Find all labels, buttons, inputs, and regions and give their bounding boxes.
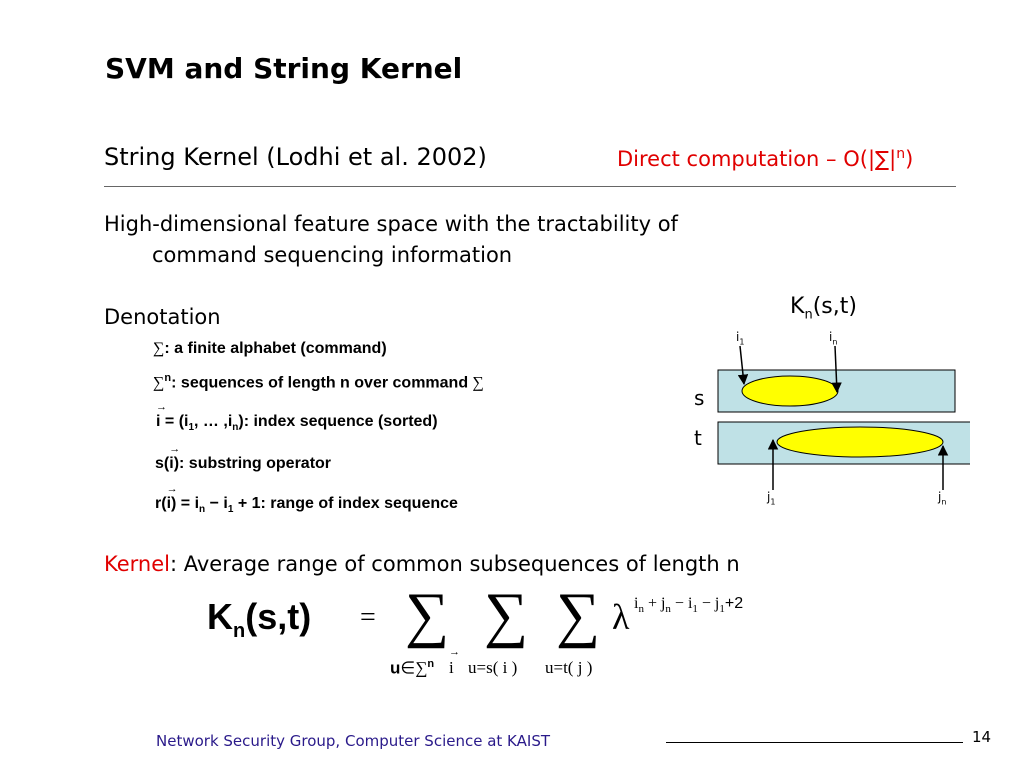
denotation-range: r(i) = in − i1 + 1: range of index seque… <box>155 483 458 516</box>
complexity-note: Direct computation – O(|∑|n) <box>617 146 913 171</box>
sum-sub-1-exp: n <box>427 658 435 670</box>
sigma-symbol: ∑ <box>153 374 165 392</box>
sum-sub-1-u: u <box>390 658 401 678</box>
diagram-label-args: (s,t) <box>812 294 857 319</box>
vector-i: i <box>449 646 459 678</box>
label-in-main: i <box>829 330 833 344</box>
range-sub-n: n <box>199 504 206 516</box>
kernel-word: Kernel <box>104 552 170 576</box>
alphabet-text: : a finite alphabet (command) <box>164 340 387 357</box>
sum-sub-2: i <box>449 646 459 678</box>
kernel-rest: : Average range of common subsequences o… <box>169 552 740 576</box>
sum-sub-3: u=s( i ) <box>468 658 518 677</box>
label-t: t <box>694 426 702 450</box>
complexity-prefix: Direct computation – O(|∑| <box>617 147 897 171</box>
sigma-exponent: n <box>164 372 172 384</box>
diagram-label: Kn(s,t) <box>790 294 857 322</box>
intro-line-2: command sequencing information <box>152 243 513 267</box>
label-j1-sub: 1 <box>770 497 776 507</box>
exp-i: i <box>634 595 639 612</box>
section-heading: String Kernel (Lodhi et al. 2002) <box>104 143 487 171</box>
label-in-sub: n <box>832 337 838 347</box>
sum-symbol-1: ∑ <box>405 581 450 649</box>
range-pre: r( <box>155 495 167 512</box>
label-in: in <box>829 330 837 346</box>
substring-pre: s( <box>155 455 170 472</box>
index-text: ): index sequence (sorted) <box>238 413 438 430</box>
index-sub-n: n <box>232 422 239 434</box>
sigma-symbol: ∑ <box>153 340 165 357</box>
page-number: 14 <box>972 728 992 746</box>
footer-divider <box>666 742 963 743</box>
subsequence-ellipse-s <box>741 375 839 407</box>
slide-title: SVM and String Kernel <box>105 52 463 85</box>
exp-in: n <box>638 603 644 616</box>
exp-plus-two: +2 <box>724 595 744 612</box>
exp-i1: 1 <box>692 603 698 616</box>
diagram-label-sub: n <box>804 307 813 323</box>
diagram-label-k: K <box>790 294 805 319</box>
label-i1-sub: 1 <box>739 337 745 347</box>
range-mid: ) = i <box>171 495 200 512</box>
range-text: + 1: range of index sequence <box>233 495 458 512</box>
formula-equals: = <box>360 602 376 633</box>
lambda-symbol: λ <box>612 597 630 637</box>
range-sub-1: 1 <box>227 504 234 516</box>
denotation-alphabet: ∑: a finite alphabet (command) <box>153 340 387 358</box>
sequences-text: : sequences of length n over command <box>171 374 473 392</box>
index-sub-1: 1 <box>188 422 195 434</box>
vector-i: i <box>167 483 179 513</box>
kernel-description: Kernel: Average range of common subseque… <box>104 552 740 576</box>
denotation-sequences: ∑n: sequences of length n over command ∑ <box>153 372 484 392</box>
sum-symbol-2: ∑ <box>484 581 529 649</box>
label-i1-main: i <box>736 330 740 344</box>
exp-minus-i: − i <box>670 595 693 612</box>
range-minus: − i <box>205 495 228 512</box>
exp-j1: 1 <box>719 603 725 616</box>
formula-k: K <box>207 596 233 637</box>
arrow-in <box>831 345 842 394</box>
arrow-i1 <box>737 345 749 386</box>
formula-k-sub: n <box>233 620 246 643</box>
lambda-exponent: in + jn − i1 − j1+2 <box>634 595 743 615</box>
sum-sub-1: u∈∑n <box>390 658 434 679</box>
index-eq: = (i <box>160 413 189 430</box>
complexity-exponent: n <box>896 146 906 162</box>
string-diagram <box>717 345 970 490</box>
vector-i: i <box>156 401 168 431</box>
label-j1: j1 <box>767 490 775 506</box>
label-jn: jn <box>938 490 946 506</box>
footer-text: Network Security Group, Computer Science… <box>156 732 550 750</box>
substring-text: ): substring operator <box>173 455 332 472</box>
label-s: s <box>694 386 705 410</box>
sigma-symbol: ∑ <box>472 374 484 392</box>
intro-line-1: High-dimensional feature space with the … <box>104 212 678 236</box>
sum-sub-1-rest: ∈∑ <box>400 658 428 678</box>
label-j1-main: j <box>767 490 771 504</box>
heading-divider <box>104 186 956 187</box>
denotation-heading: Denotation <box>104 305 221 329</box>
formula-lhs: Kn(s,t) <box>207 596 311 643</box>
exp-minus-j: − j <box>697 595 720 612</box>
vector-i: i <box>169 443 181 473</box>
subsequence-ellipse-t <box>776 426 944 458</box>
complexity-suffix: ) <box>905 147 914 171</box>
label-jn-main: j <box>938 490 942 504</box>
exp-plus-j: + j <box>643 595 666 612</box>
label-i1: i1 <box>736 330 744 346</box>
exp-jn: n <box>665 603 671 616</box>
formula-args: (s,t) <box>245 596 312 637</box>
denotation-index-sequence: i = (i1, … ,in): index sequence (sorted) <box>156 401 438 434</box>
label-jn-sub: n <box>941 497 947 507</box>
sum-sub-4: u=t( j ) <box>545 658 593 677</box>
denotation-substring: s(i): substring operator <box>155 443 332 473</box>
index-mid: , … ,i <box>194 413 233 430</box>
sum-symbol-3: ∑ <box>556 581 601 649</box>
